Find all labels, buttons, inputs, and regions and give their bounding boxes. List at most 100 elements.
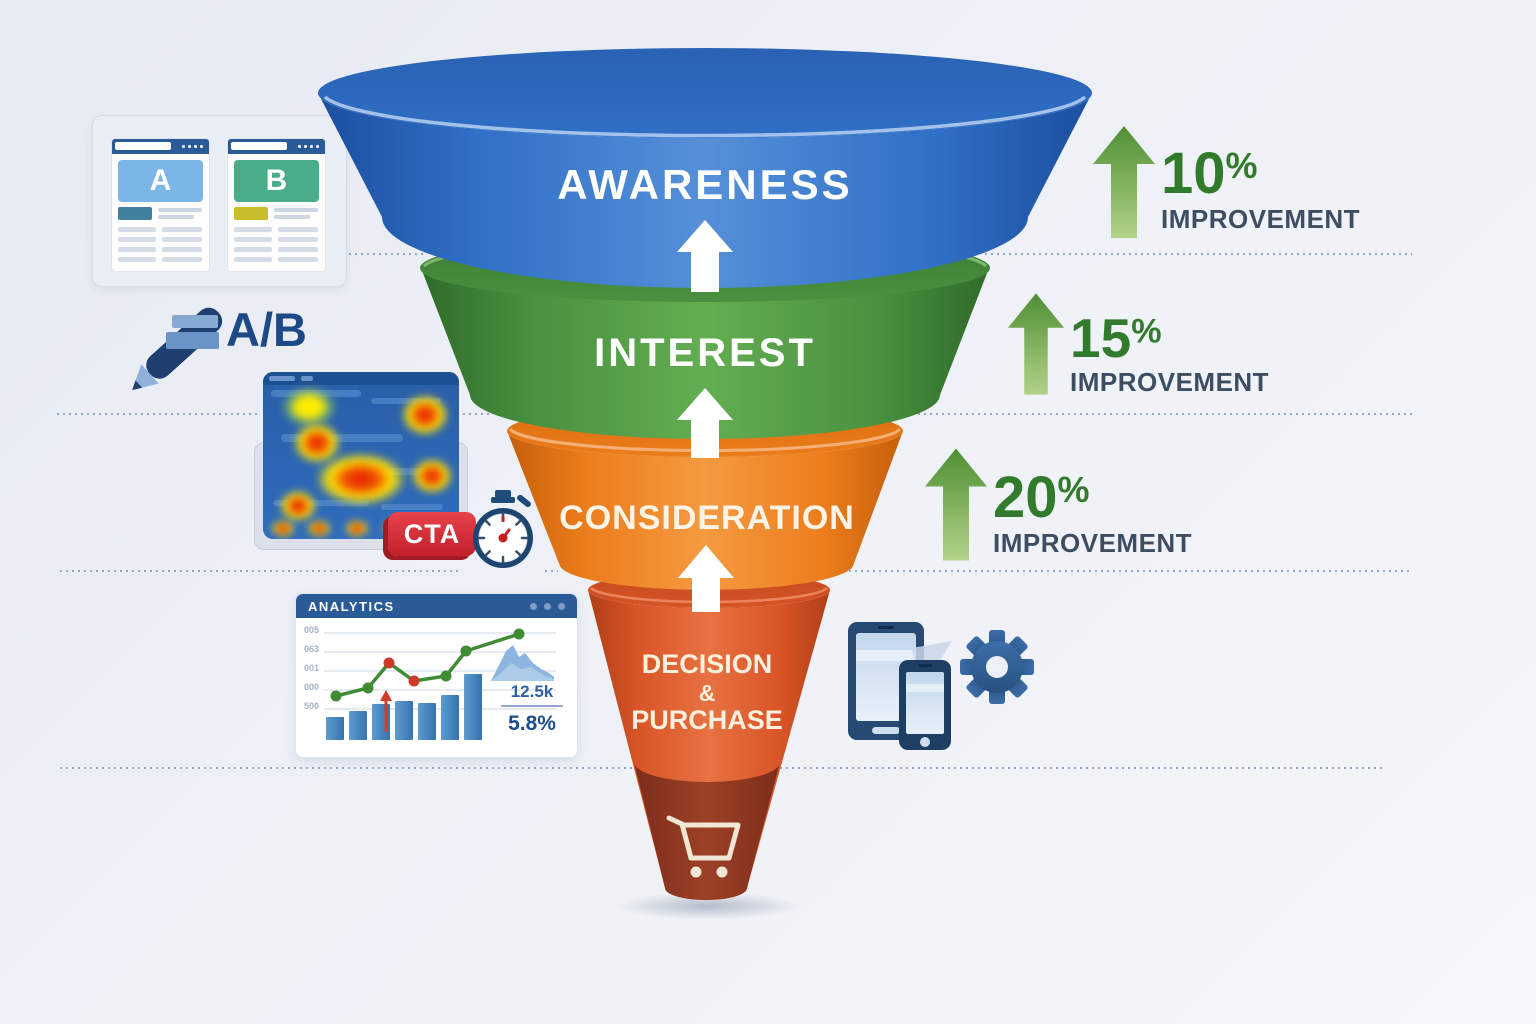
- analytics-bar: [395, 701, 413, 740]
- analytics-data-point: [383, 657, 395, 669]
- text-line: [278, 257, 318, 262]
- heatmap-blob: [401, 394, 449, 436]
- spike-arrow-icon: [380, 690, 392, 701]
- cta-button: CTA: [388, 512, 476, 556]
- funnel-stage-decision: [588, 572, 830, 900]
- text-line: [234, 227, 272, 232]
- variant-b-button: [234, 207, 268, 220]
- browser-variant-b-icon: B: [227, 138, 326, 272]
- improvement-callout-consideration: 20% IMPROVEMENT: [925, 448, 1192, 561]
- analytics-data-point: [440, 670, 452, 682]
- window-dot-icon: [188, 145, 191, 148]
- text-line: [234, 247, 272, 252]
- analytics-line-chart: [330, 628, 525, 732]
- ab-test-cards-panel: A B: [92, 115, 347, 287]
- stage-label-decision-line3: PURCHASE: [631, 705, 783, 735]
- heatmap-blob: [411, 458, 453, 494]
- metric-visitors: 12.5k: [501, 682, 563, 707]
- stage-label-interest: INTEREST: [594, 331, 816, 375]
- text-line: [278, 227, 318, 232]
- window-dot-icon: [558, 603, 565, 610]
- improvement-value: 10%: [1161, 141, 1258, 206]
- shopping-cart-icon: [666, 815, 741, 878]
- variant-a-hero: A: [118, 160, 203, 202]
- analytics-bar: [326, 717, 344, 740]
- y-axis-label: 001: [304, 663, 320, 673]
- green-up-arrow-icon: [925, 448, 987, 561]
- stage-label-decision-line1: DECISION: [642, 649, 773, 679]
- window-dot-icon: [182, 145, 185, 148]
- analytics-data-point: [513, 628, 525, 640]
- area-chart-icon: [491, 645, 554, 681]
- phone-icon: [899, 660, 951, 750]
- window-dot-icon: [194, 145, 197, 148]
- devices-group: [848, 622, 1034, 750]
- text-line: [118, 237, 156, 242]
- gear-icon: [960, 630, 1034, 704]
- funnel-shadow: [616, 892, 800, 920]
- heatmap-streak: [281, 434, 403, 442]
- text-line: [118, 227, 156, 232]
- analytics-data-point: [460, 645, 472, 657]
- ab-testing-group: A/B: [112, 292, 327, 397]
- up-arrow-icon: [677, 388, 733, 458]
- improvement-label: IMPROVEMENT: [1070, 367, 1270, 398]
- tablet-icon: [848, 622, 924, 740]
- heatmap-blob: [271, 520, 295, 537]
- heatmap-toolbar: [263, 372, 459, 385]
- improvement-value: 20%: [993, 465, 1090, 530]
- funnel-stage-deep-section: [634, 762, 780, 900]
- y-axis-label: 063: [304, 644, 320, 654]
- improvement-callout-interest: 15% IMPROVEMENT: [1008, 290, 1269, 398]
- stopwatch-icon: [473, 490, 533, 568]
- variant-a-button: [118, 207, 152, 220]
- y-axis-label: 005: [304, 625, 320, 635]
- stage-label-consideration: CONSIDERATION: [559, 499, 855, 537]
- text-line: [301, 376, 313, 381]
- stage-label-decision-line2: &: [699, 680, 716, 706]
- variant-b-hero: B: [234, 160, 319, 202]
- text-line: [269, 376, 295, 381]
- stage-label-awareness: AWARENESS: [557, 161, 852, 208]
- text-line: [158, 215, 194, 219]
- funnel-stage-awareness: [318, 48, 1092, 288]
- heatmap-blob: [279, 490, 317, 522]
- window-dot-icon: [298, 145, 301, 148]
- text-line: [118, 247, 156, 252]
- text-line: [162, 227, 202, 232]
- heatmap-streak: [381, 504, 443, 510]
- improvement-label: IMPROVEMENT: [993, 528, 1193, 559]
- text-line: [118, 257, 156, 262]
- pencil-icon: [132, 307, 223, 391]
- text-line: [274, 208, 318, 212]
- address-bar: [231, 142, 287, 150]
- green-up-arrow-icon: [1093, 126, 1155, 238]
- window-dot-icon: [530, 603, 537, 610]
- text-line: [278, 237, 318, 242]
- heatmap-blob: [345, 520, 369, 537]
- heatmap-blob: [307, 520, 331, 537]
- text-line: [162, 237, 202, 242]
- ab-test-label: A/B: [226, 303, 307, 356]
- list-bar-icon: [166, 332, 219, 349]
- text-line: [162, 257, 202, 262]
- cta-group: CTA: [386, 488, 546, 576]
- analytics-bar: [464, 674, 482, 740]
- flow-arrows: [677, 220, 734, 612]
- address-bar: [115, 142, 171, 150]
- window-dot-icon: [200, 145, 203, 148]
- heatmap-blob: [315, 452, 407, 506]
- page-corner: [912, 641, 952, 692]
- improvement-callout-awareness: 10% IMPROVEMENT: [1093, 126, 1360, 238]
- browser-variant-a-icon: A: [111, 138, 210, 272]
- list-bar-icon: [172, 315, 218, 328]
- y-axis-label: 500: [304, 701, 320, 711]
- metric-conversion-rate: 5.8%: [508, 712, 556, 735]
- analytics-bars: [326, 674, 486, 740]
- y-axis-label: 000: [304, 682, 320, 692]
- text-line: [234, 257, 272, 262]
- analytics-bar: [349, 711, 367, 740]
- up-arrow-icon: [677, 220, 733, 292]
- analytics-bar: [418, 703, 436, 740]
